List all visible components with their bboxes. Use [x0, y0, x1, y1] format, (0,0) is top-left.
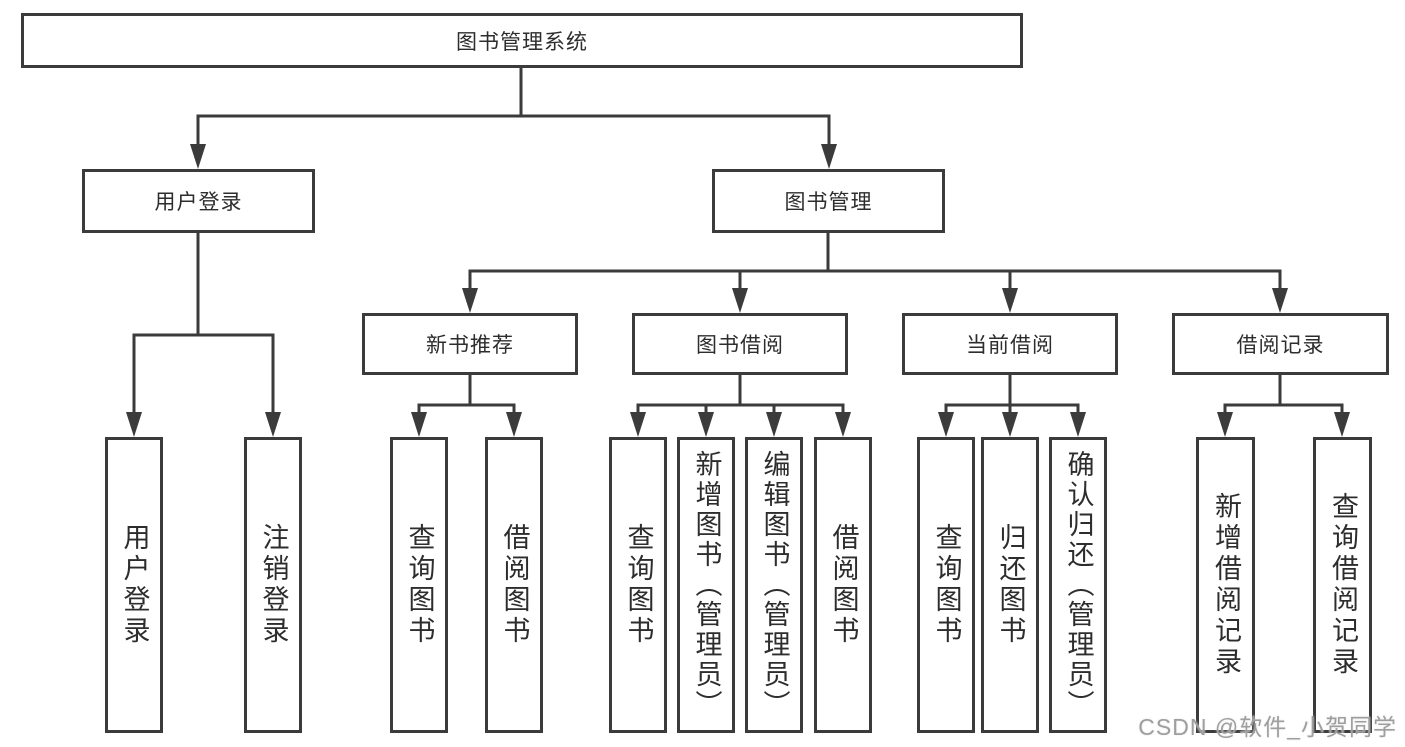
- arrowhead: [411, 412, 427, 437]
- leaf-borrowing-edit-books-admin-label: 编辑图书（管理员）: [759, 450, 790, 720]
- arrowhead: [938, 412, 954, 437]
- connector-root-to-level2: [190, 66, 837, 169]
- arrowhead: [766, 412, 782, 437]
- node-user-login: 用户登录: [82, 169, 315, 233]
- leaf-borrowing-edit-books-admin: 编辑图书（管理员）: [745, 437, 803, 733]
- arrowhead: [1070, 412, 1086, 437]
- connector-book-management-children: [462, 231, 1288, 313]
- arrowhead: [698, 412, 714, 437]
- leaf-recommend-borrow-books: 借阅图书: [485, 437, 543, 733]
- arrowhead: [506, 412, 522, 437]
- arrowhead: [732, 288, 748, 313]
- node-borrowing-records: 借阅记录: [1172, 313, 1389, 375]
- connector-book-borrowing-children: [630, 373, 851, 437]
- leaf-current-confirm-return-admin: 确认归还（管理员）: [1049, 437, 1107, 733]
- connector-user-login-children: [126, 231, 281, 437]
- leaf-logout-label: 注销登录: [258, 523, 289, 647]
- arrowhead: [1002, 288, 1018, 313]
- connector-new-book-recommend-children: [411, 373, 522, 437]
- leaf-records-query-record-label: 查询借阅记录: [1328, 492, 1358, 678]
- leaf-records-add-record-label: 新增借阅记录: [1211, 492, 1241, 678]
- csdn-watermark: CSDN @软件_小贺同学: [1138, 714, 1397, 740]
- node-root-label: 图书管理系统: [456, 30, 588, 54]
- leaf-records-add-record: 新增借阅记录: [1196, 437, 1255, 733]
- leaf-borrowing-query-books-label: 查询图书: [623, 523, 654, 647]
- node-borrowing-records-label: 借阅记录: [1236, 334, 1325, 357]
- leaf-borrowing-add-books-admin: 新增图书（管理员）: [677, 437, 735, 733]
- node-root: 图书管理系统: [21, 13, 1023, 68]
- leaf-recommend-borrow-books-label: 借阅图书: [499, 523, 530, 647]
- node-current-borrowing: 当前借阅: [902, 313, 1118, 375]
- arrowhead: [1272, 288, 1288, 313]
- leaf-records-query-record: 查询借阅记录: [1313, 437, 1372, 733]
- leaf-borrowing-add-books-admin-label: 新增图书（管理员）: [691, 450, 722, 720]
- arrowhead: [1334, 412, 1350, 437]
- leaf-current-confirm-return-admin-label: 确认归还（管理员）: [1063, 450, 1094, 720]
- arrowhead: [835, 412, 851, 437]
- leaf-current-return-books-label: 归还图书: [995, 523, 1026, 647]
- arrowhead: [190, 144, 206, 169]
- node-book-management-label: 图书管理: [784, 191, 873, 214]
- leaf-current-query-books: 查询图书: [917, 437, 975, 733]
- arrowhead: [265, 412, 281, 437]
- connector-current-borrowing-children: [938, 373, 1086, 437]
- arrowhead: [630, 412, 646, 437]
- arrowhead: [1002, 412, 1018, 437]
- node-book-management: 图书管理: [712, 169, 945, 233]
- leaf-logout: 注销登录: [244, 437, 302, 733]
- leaf-user-login-label: 用户登录: [119, 523, 150, 647]
- leaf-user-login: 用户登录: [105, 437, 163, 733]
- connector-borrowing-records-children: [1217, 373, 1350, 437]
- leaf-borrowing-borrow-books-label: 借阅图书: [828, 523, 859, 647]
- node-current-borrowing-label: 当前借阅: [966, 334, 1054, 357]
- leaf-current-query-books-label: 查询图书: [931, 523, 962, 647]
- node-book-borrowing: 图书借阅: [632, 313, 848, 375]
- arrowhead: [462, 288, 478, 313]
- arrowhead: [821, 144, 837, 169]
- leaf-recommend-query-books: 查询图书: [390, 437, 448, 733]
- leaf-current-return-books: 归还图书: [981, 437, 1039, 733]
- node-user-login-label: 用户登录: [154, 191, 243, 214]
- node-new-book-recommend-label: 新书推荐: [426, 334, 514, 357]
- leaf-recommend-query-books-label: 查询图书: [404, 523, 435, 647]
- arrowhead: [1217, 412, 1233, 437]
- leaf-borrowing-query-books: 查询图书: [609, 437, 667, 733]
- node-book-borrowing-label: 图书借阅: [696, 334, 784, 357]
- node-new-book-recommend: 新书推荐: [362, 313, 578, 375]
- leaf-borrowing-borrow-books: 借阅图书: [814, 437, 872, 733]
- arrowhead: [126, 412, 142, 437]
